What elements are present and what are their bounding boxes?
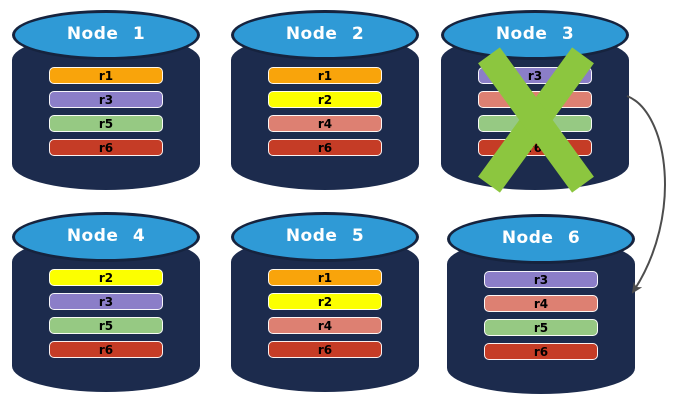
replica-label: r6 [317,342,333,357]
replica-bar: r1 [49,67,163,84]
replica-label: r6 [98,342,114,357]
node-3-cylinder: Node 3 r3 r4 r5 r6 [441,10,629,193]
node-title: Node 5 [285,226,365,246]
replica-bar: r6 [49,139,163,156]
replica-label: r5 [98,318,114,333]
node-2-cylinder: Node 2 r1 r2 r4 r6 [231,10,419,190]
cylinder-top: Node 6 [447,214,635,264]
replica-label: r1 [317,68,333,83]
node-6-cylinder: Node 6 r3 r4 r5 r6 [447,214,635,394]
replica-bar: r6 [268,139,382,156]
cylinder-body [231,236,419,392]
replica-bar: r6 [268,341,382,358]
replica-bar: r3 [484,271,598,288]
node-4-cylinder: Node 4 r2 r3 r5 r6 [12,212,200,392]
replica-label: r4 [317,318,333,333]
replica-list: r1 r2 r4 r6 [268,269,382,358]
replica-bar: r3 [49,91,163,108]
replica-label: r5 [98,116,114,131]
replica-label: r3 [533,272,549,287]
replica-label: r3 [98,294,114,309]
replica-label: r6 [98,140,114,155]
replica-label: r1 [98,68,114,83]
node-1-cylinder: Node 1 r1 r3 r5 r6 [12,10,200,190]
replica-label: r2 [317,294,333,309]
replica-list: r1 r3 r5 r6 [49,67,163,156]
cylinder-top: Node 4 [12,212,200,262]
replica-bar: r5 [484,319,598,336]
replica-list: r3 r4 r5 r6 [484,271,598,360]
node-title: Node 2 [285,24,365,44]
replica-bar: r2 [49,269,163,286]
replica-bar: r1 [268,67,382,84]
replica-label: r6 [533,344,549,359]
replica-list: r1 r2 r4 r6 [268,67,382,156]
replica-label: r1 [317,270,333,285]
replica-label: r3 [527,68,543,83]
cylinder-top: Node 3 [441,10,629,60]
cylinder-body [447,238,635,394]
replica-label: r2 [98,270,114,285]
cylinder-body [12,236,200,392]
replica-label: r2 [317,92,333,107]
failure-x-mark [477,47,594,193]
replica-label: r4 [317,116,333,131]
node-title: Node 1 [66,24,146,44]
replica-bar: r2 [268,91,382,108]
replica-label: r6 [317,140,333,155]
replica-bar: r1 [268,269,382,286]
replica-list: r2 r3 r5 r6 [49,269,163,358]
node-5-cylinder: Node 5 r1 r2 r4 r6 [231,212,419,392]
replica-bar: r2 [268,293,382,310]
replica-bar: r4 [268,115,382,132]
cylinder-body [12,34,200,190]
replica-bar: r5 [49,317,163,334]
cylinder-top: Node 1 [12,10,200,60]
node-title: Node 3 [495,24,575,44]
replica-bar: r3 [49,293,163,310]
replica-bar: r4 [484,295,598,312]
node-title: Node 6 [501,228,581,248]
replica-bar: r4 [268,317,382,334]
replica-bar: r6 [49,341,163,358]
cylinder-body [231,34,419,190]
replica-bar: r6 [484,343,598,360]
node-title: Node 4 [66,226,146,246]
cylinder-top: Node 5 [231,212,419,262]
replica-bar: r5 [49,115,163,132]
replica-label: r5 [533,320,549,335]
cylinder-top: Node 2 [231,10,419,60]
replica-label: r3 [98,92,114,107]
replica-label: r4 [533,296,549,311]
